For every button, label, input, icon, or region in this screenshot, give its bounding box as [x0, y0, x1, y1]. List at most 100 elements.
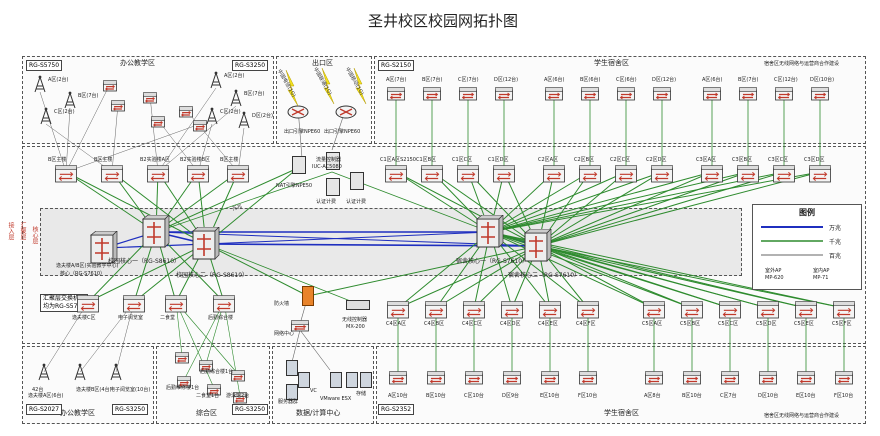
link — [111, 103, 119, 173]
dorm-agg-switch — [651, 165, 673, 183]
server-icon — [286, 360, 298, 376]
link — [489, 171, 713, 233]
link — [397, 231, 491, 309]
access-switch — [179, 106, 193, 118]
dorm-access-switch — [811, 87, 829, 101]
ap-icon — [110, 363, 122, 381]
dorm-access-switch — [387, 87, 405, 101]
datacenter-switch — [291, 320, 309, 332]
zone-label: 学生宿舍区 — [604, 409, 639, 417]
zone-label: 学生宿舍区 — [594, 59, 629, 67]
agg-switch — [101, 165, 123, 183]
model-tag: RG-S2352 — [378, 404, 415, 415]
link — [205, 231, 491, 245]
model-tag: RG-S3250 — [232, 60, 269, 71]
agg-switch-label: B2实验楼A区 — [140, 157, 171, 163]
link — [431, 171, 539, 247]
dorm-agg-switch — [539, 301, 561, 319]
ap-icon — [210, 71, 222, 89]
ap-icon — [74, 363, 86, 381]
agg-switch — [147, 165, 169, 183]
dorm-agg-label: C3区A区 — [696, 157, 717, 163]
dorm-access-label: D区9台 — [502, 393, 520, 399]
link — [115, 301, 135, 373]
ap-label: 电子阅览室(10台) — [110, 387, 151, 393]
agg-switch — [213, 295, 235, 313]
dorm-access-label: C区(7台) — [458, 77, 479, 83]
dorm-access-switch — [721, 371, 739, 385]
dorm-access-switch — [683, 371, 701, 385]
dorm-access-label: F区10台 — [834, 393, 854, 399]
agg-switch-label: 二食堂 — [160, 315, 176, 321]
ap-icon — [206, 107, 218, 125]
link — [157, 87, 217, 173]
ap-label: A区(2台) — [48, 77, 69, 83]
zone-label: 办公教学区 — [60, 409, 95, 417]
auth-label: 认证计费 — [346, 199, 367, 205]
router-label: 出口引擎NPE60 — [324, 129, 361, 135]
dorm-agg-label: C1区D区 — [488, 157, 509, 163]
link — [299, 329, 331, 371]
dorm-agg-switch — [385, 165, 407, 183]
legend-label: 万兆 — [829, 225, 842, 232]
ap-label: 逸夫楼B区(4台) — [76, 387, 112, 393]
dorm-access-switch — [541, 371, 559, 385]
access-switch — [151, 116, 165, 128]
servers-label: 服务器群 — [278, 399, 299, 405]
core-side-label: 核心（RG-S7610） — [60, 271, 106, 277]
dorm-agg-label: C5区F区 — [832, 321, 852, 327]
dorm-agg-switch — [681, 301, 703, 319]
isp-lightning-icon — [353, 68, 367, 105]
dorm-access-label: D区(12台) — [652, 77, 677, 83]
dorm-access-switch — [427, 371, 445, 385]
ap-label: 二食堂1台 — [196, 393, 220, 399]
dorm-agg-label: C1区A区S2150 — [380, 157, 416, 163]
access-switch — [231, 370, 245, 382]
agg-switch — [165, 295, 187, 313]
dorm-access-switch — [423, 87, 441, 101]
dorm-access-switch — [835, 371, 853, 385]
legend-title: 图例 — [799, 208, 815, 217]
core-switch — [192, 227, 220, 260]
link — [307, 245, 539, 297]
dorm-access-label: E区10台 — [796, 393, 816, 399]
dorm-access-switch — [465, 371, 483, 385]
link — [39, 91, 67, 173]
ap-label: D区(2台) — [252, 113, 273, 119]
model-tag: RG-S2027 — [26, 404, 63, 415]
ap-label: 后勤综合楼1台 — [200, 369, 234, 375]
agg-switch-label: B2实验楼B区 — [180, 157, 211, 163]
core-label: 宿舍核心二（RG-S7610） — [508, 272, 581, 279]
dorm-access-label: C区7台 — [720, 393, 737, 399]
auth-label: 认证计费 — [316, 199, 337, 205]
storage-icon — [346, 372, 358, 388]
link — [489, 231, 589, 309]
dorm-access-switch — [759, 371, 777, 385]
link — [537, 245, 769, 309]
agg-switch-label: 后勤综合楼 — [208, 315, 234, 321]
link — [155, 171, 333, 233]
link — [395, 171, 491, 233]
link — [489, 231, 655, 309]
ap-label: 后勤维修楼1台 — [166, 385, 200, 391]
ac-label: IUC-AC5080 — [312, 164, 342, 170]
link — [537, 171, 627, 247]
link — [65, 123, 201, 173]
dorm-access-label: E区10台 — [540, 393, 560, 399]
access-switch — [233, 392, 247, 404]
legend-label: 百兆 — [829, 253, 842, 260]
wireless-controller-icon — [346, 300, 370, 310]
flow-controller-icon — [326, 152, 340, 170]
agg-switch-label: 电子阅览室 — [118, 315, 144, 321]
ap-icon — [34, 75, 46, 93]
dorm-access-switch — [653, 87, 671, 101]
link — [79, 301, 135, 373]
ap-icon — [40, 107, 52, 125]
link — [149, 95, 159, 173]
agg-switch-label: B区主楼 — [94, 157, 113, 163]
dorm-agg-switch — [543, 165, 565, 183]
dorm-agg-label: C5区B区 — [680, 321, 701, 327]
dorm-access-label: B区10台 — [426, 393, 446, 399]
dorm-access-label: A区(6台) — [544, 77, 565, 83]
link — [197, 123, 213, 173]
